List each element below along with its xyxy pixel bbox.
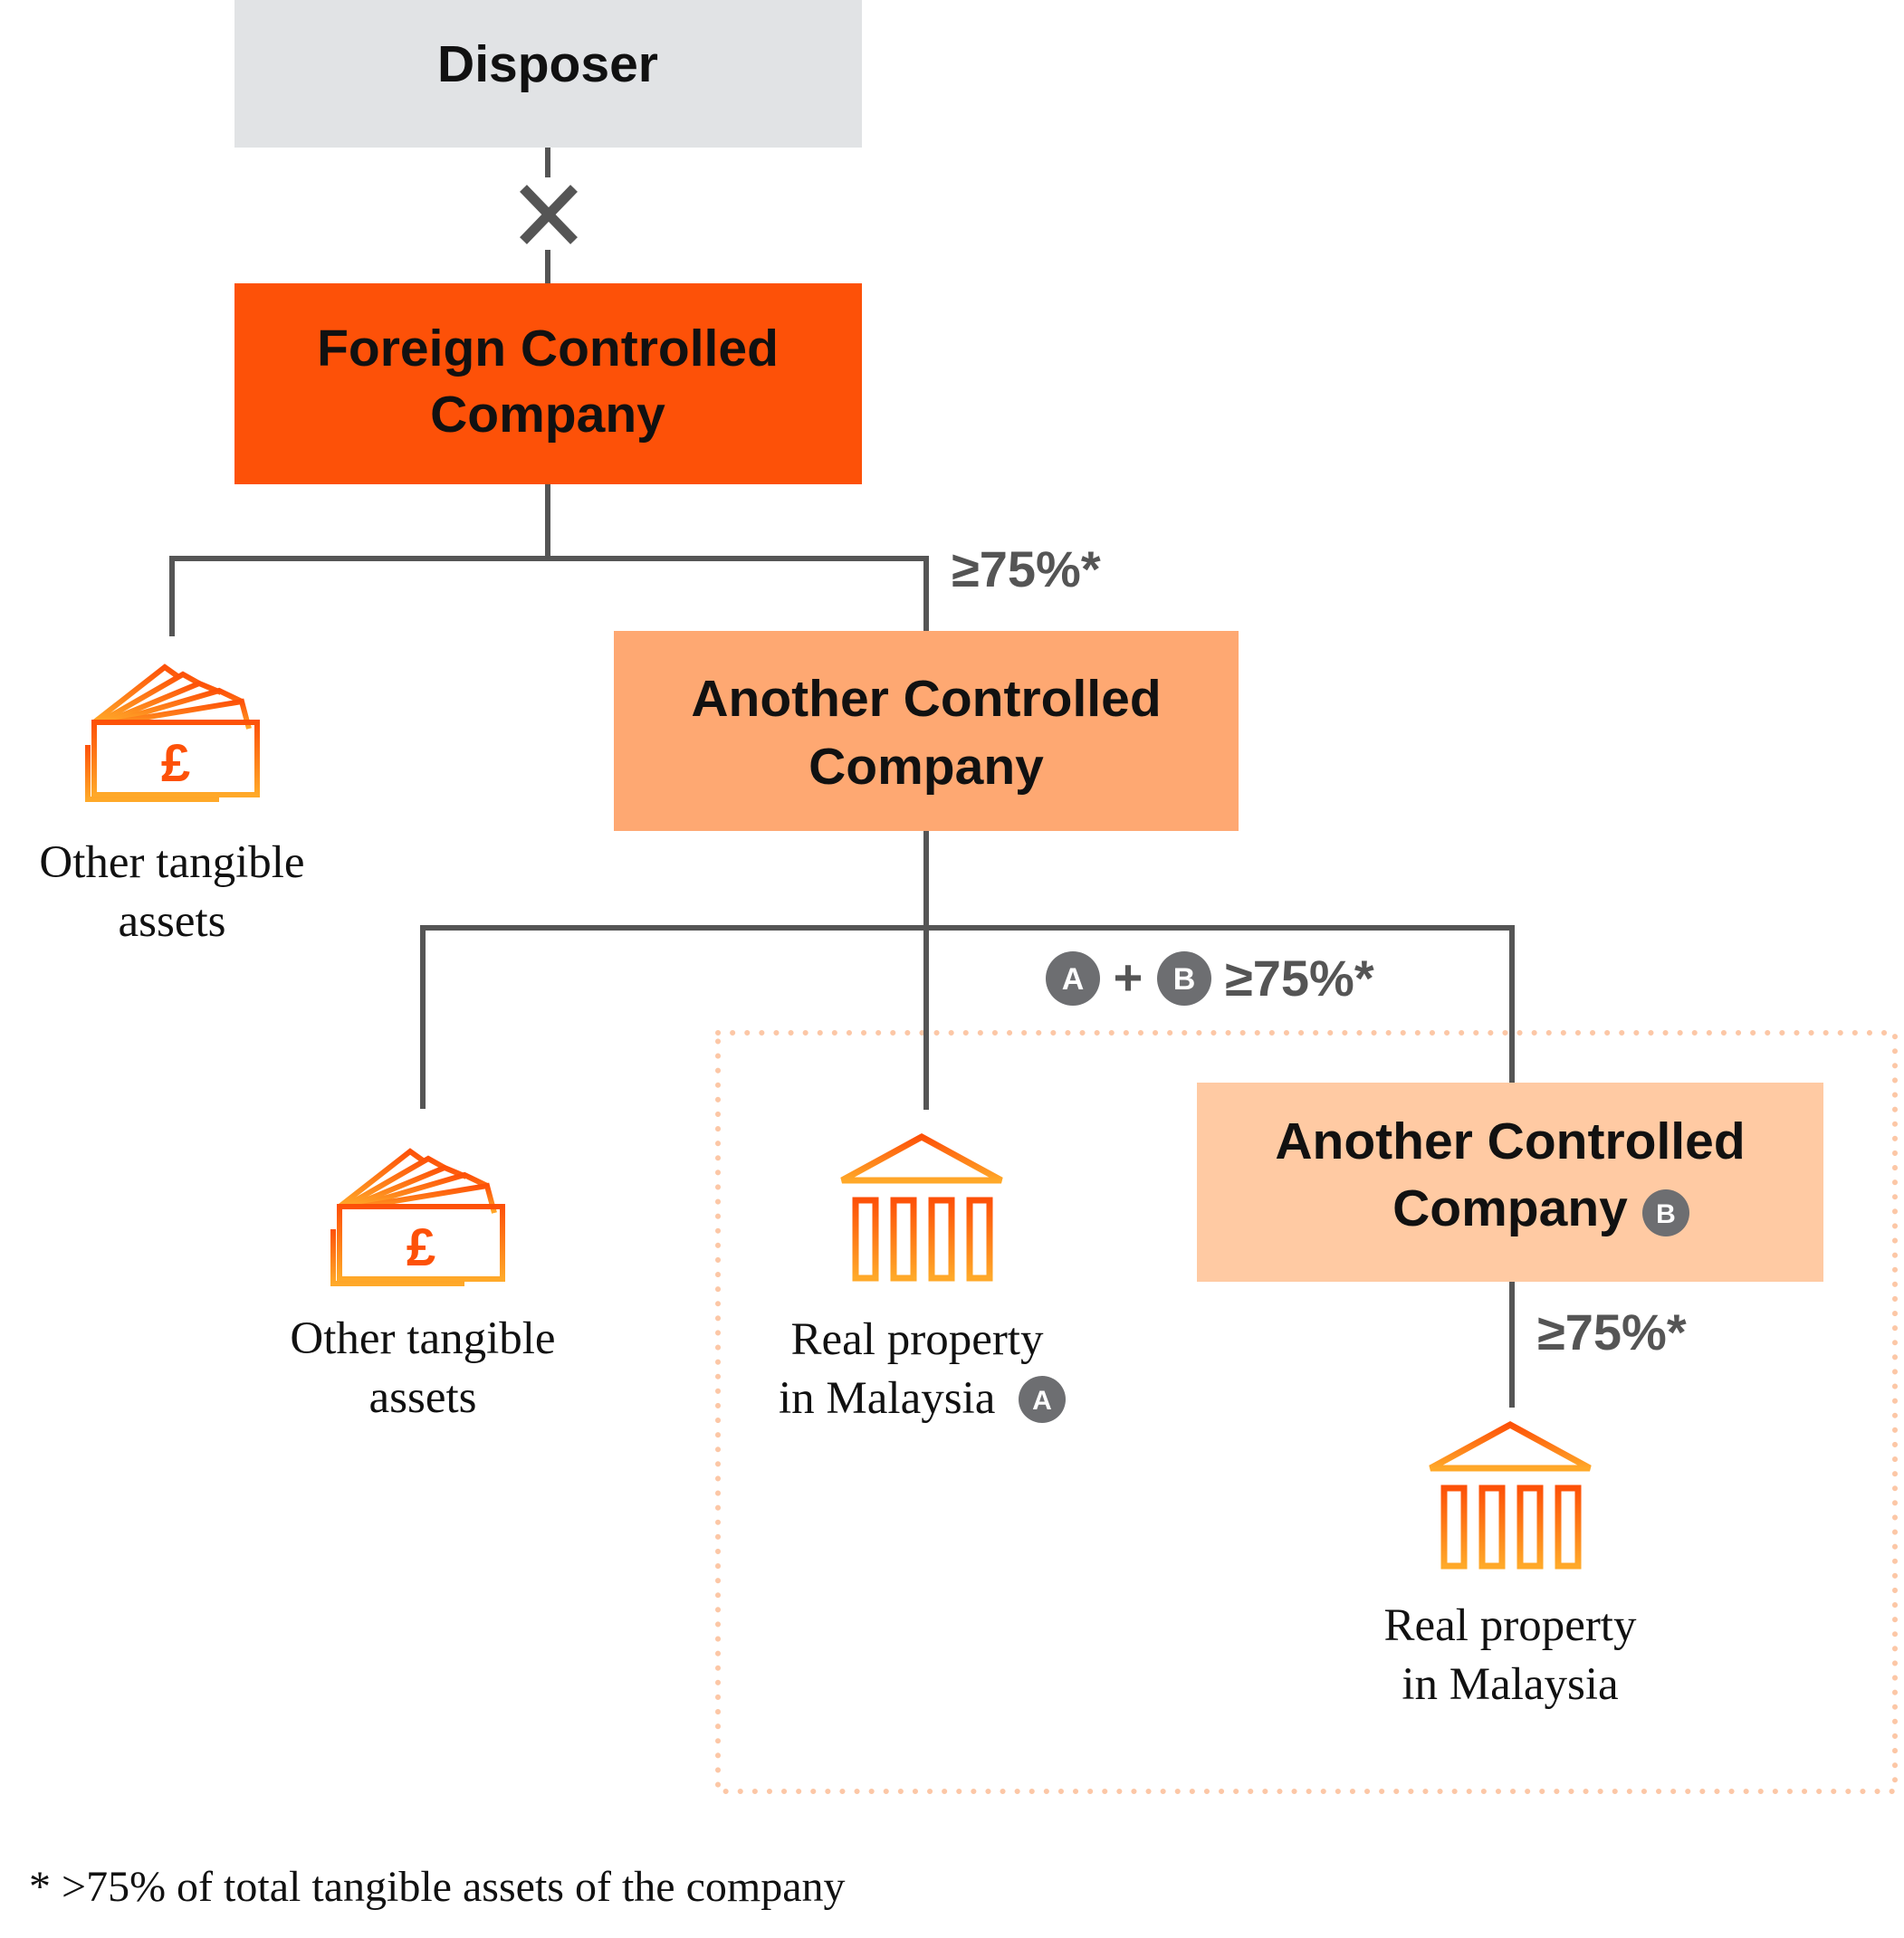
blocked-link-icon	[520, 185, 578, 244]
money-icon	[88, 667, 257, 799]
another-company-line1: Another Controlled	[691, 670, 1161, 728]
foreign-company-line1: Foreign Controlled	[317, 320, 779, 377]
property-a-line1: Real property	[791, 1314, 1044, 1365]
svg-text:A: A	[1032, 1386, 1052, 1416]
another-controlled-company-b-box: Another Controlled Company B	[1197, 1083, 1823, 1282]
assets-mid-line1: Other tangible	[290, 1313, 555, 1364]
another-company-line2: Company	[808, 738, 1044, 796]
property-b-line2: in Malaysia	[1402, 1659, 1618, 1710]
plus-sign: +	[1114, 949, 1143, 1006]
property-a-line2: in Malaysia	[779, 1373, 995, 1424]
svg-text:A: A	[1062, 962, 1085, 997]
badge-a-property	[1019, 1376, 1066, 1423]
foreign-company-line2: Company	[430, 386, 665, 444]
another-controlled-company-box: Another Controlled Company	[614, 631, 1239, 831]
assets-left-line2: assets	[119, 896, 226, 947]
combined-percentage-value: ≥75%*	[1225, 950, 1374, 1007]
badge-b	[1157, 951, 1211, 1006]
combined-percentage-label: A + B ≥75%*	[1046, 949, 1374, 1007]
building-icon	[1420, 1425, 1601, 1587]
building-icon	[831, 1137, 1012, 1299]
foreign-controlled-company-box: Foreign Controlled Company	[234, 283, 862, 484]
dotted-region	[715, 1030, 1898, 1794]
svg-text:B: B	[1173, 962, 1196, 997]
money-icon	[333, 1151, 502, 1284]
another-company-b-line1: Another Controlled	[1275, 1112, 1745, 1170]
footnote: * >75% of total tangible assets of the c…	[29, 1863, 846, 1911]
assets-left-line1: Other tangible	[39, 837, 304, 888]
assets-mid-line2: assets	[369, 1372, 477, 1423]
connectors	[169, 148, 1515, 1408]
another-company-b-line2: Company	[1392, 1179, 1628, 1237]
first-percentage-label: ≥75%*	[952, 540, 1101, 597]
disposer-label: Disposer	[437, 35, 658, 93]
last-percentage-label: ≥75%*	[1537, 1303, 1687, 1360]
svg-text:B: B	[1656, 1199, 1676, 1229]
property-b-line1: Real property	[1384, 1600, 1637, 1651]
badge-b-company	[1642, 1189, 1689, 1236]
badge-a	[1046, 951, 1100, 1006]
disposer-box: Disposer	[234, 0, 862, 148]
